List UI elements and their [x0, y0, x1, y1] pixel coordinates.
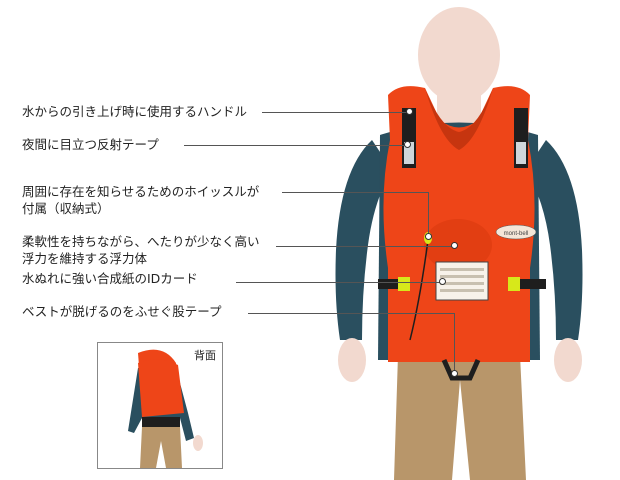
- label-handle: 水からの引き上げ時に使用するハンドル: [22, 104, 248, 119]
- back-view-inset: 背面: [97, 342, 223, 469]
- label-whistle-line1: 周囲に存在を知らせるためのホイッスルが: [22, 184, 260, 199]
- right-hand: [554, 338, 582, 382]
- front-pocket: [424, 219, 492, 271]
- label-flotation-line1: 柔軟性を持ちながら、へたりが少なく高い: [22, 234, 260, 249]
- leader-whistle: [282, 192, 428, 193]
- crotch-strap: [441, 358, 481, 381]
- whistle-cord: [409, 239, 429, 341]
- vest-collar: [425, 88, 493, 150]
- back-view-illustration: [128, 349, 203, 468]
- leader-dot-flotation: [451, 242, 458, 249]
- leader-whistle-vertical: [428, 192, 429, 236]
- leader-id-card: [236, 282, 442, 283]
- left-side-strap: [378, 279, 408, 289]
- left-buckle: [398, 277, 410, 291]
- leader-crotch-strap: [248, 313, 454, 314]
- right-buckle: [508, 277, 520, 291]
- right-arm: [526, 140, 583, 340]
- label-reflective-tape: 夜間に目立つ反射テープ: [22, 137, 159, 152]
- inset-title: 背面: [194, 349, 216, 362]
- logo-text: mont-bell: [504, 231, 529, 237]
- leader-crotch-vertical: [454, 313, 455, 373]
- leader-dot-crotch: [451, 370, 458, 377]
- leader-dot-whistle: [425, 233, 432, 240]
- leader-reflective: [184, 145, 406, 146]
- label-crotch-strap: ベストが脱げるのをふせぐ股テープ: [22, 304, 222, 319]
- label-id-card: 水ぬれに強い合成紙のIDカード: [22, 271, 198, 286]
- label-flotation-line2: 浮力を維持する浮力体: [22, 251, 148, 266]
- logo-patch: [495, 224, 537, 240]
- left-arm: [335, 140, 392, 340]
- leader-dot-handle: [406, 108, 413, 115]
- leader-dot-reflective: [404, 141, 411, 148]
- pants: [394, 355, 526, 480]
- neck: [437, 85, 481, 125]
- left-hand: [338, 338, 366, 382]
- left-reflective-tape: [404, 142, 414, 164]
- head: [418, 7, 500, 103]
- leader-dot-id-card: [439, 278, 446, 285]
- leader-handle: [262, 112, 412, 113]
- right-reflective-tape: [516, 142, 526, 164]
- right-side-strap: [510, 279, 546, 289]
- label-whistle-line2: 付属（収納式）: [22, 201, 110, 216]
- leader-flotation: [276, 246, 454, 247]
